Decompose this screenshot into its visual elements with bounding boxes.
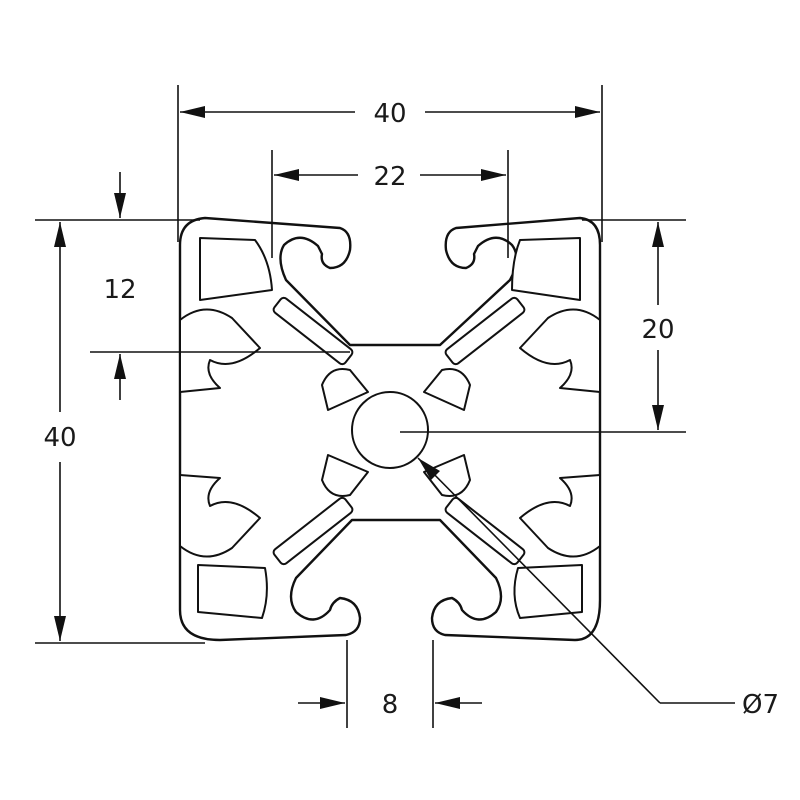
core-rib-bottom-right — [423, 454, 471, 497]
dim-text-half-height: 20 — [641, 315, 674, 345]
side-slot-left-top — [179, 308, 261, 393]
core-rib-top-right — [423, 368, 471, 411]
center-bore — [351, 391, 429, 469]
dimension-slot-outer: 22 — [271, 150, 509, 258]
cavity-bottom-left — [197, 564, 268, 619]
core-rib-top — [321, 368, 369, 411]
dimension-slot-opening: 8 — [298, 640, 482, 728]
core-rib-bottom-left — [321, 454, 369, 497]
diagonal-slot-sw — [272, 496, 354, 566]
dimension-slot-depth: 12 — [90, 172, 350, 400]
dim-text-overall-width: 40 — [373, 99, 406, 129]
cavity-bottom-right — [513, 564, 583, 619]
dim-text-overall-height: 40 — [43, 423, 76, 453]
dimension-half-height: 20 — [400, 219, 686, 433]
side-slot-right-bottom — [519, 474, 601, 558]
dimension-center-bore: Ø7 — [417, 457, 779, 720]
side-slot-right-top — [519, 308, 601, 393]
side-slot-left-bottom — [179, 474, 261, 558]
dim-text-slot-depth: 12 — [103, 275, 136, 305]
cavity-top-left — [199, 237, 273, 301]
dim-text-slot-opening: 8 — [382, 690, 399, 720]
diagonal-slot-se — [444, 496, 526, 566]
diagonal-slot-nw — [272, 296, 354, 366]
cavity-top-right — [511, 237, 581, 301]
dim-text-slot-outer: 22 — [373, 162, 406, 192]
diagonal-slot-ne — [444, 296, 526, 366]
dimension-overall-height: 40 — [35, 219, 205, 644]
dimension-overall-width: 40 — [177, 85, 603, 242]
dim-text-center-bore: Ø7 — [742, 690, 779, 720]
